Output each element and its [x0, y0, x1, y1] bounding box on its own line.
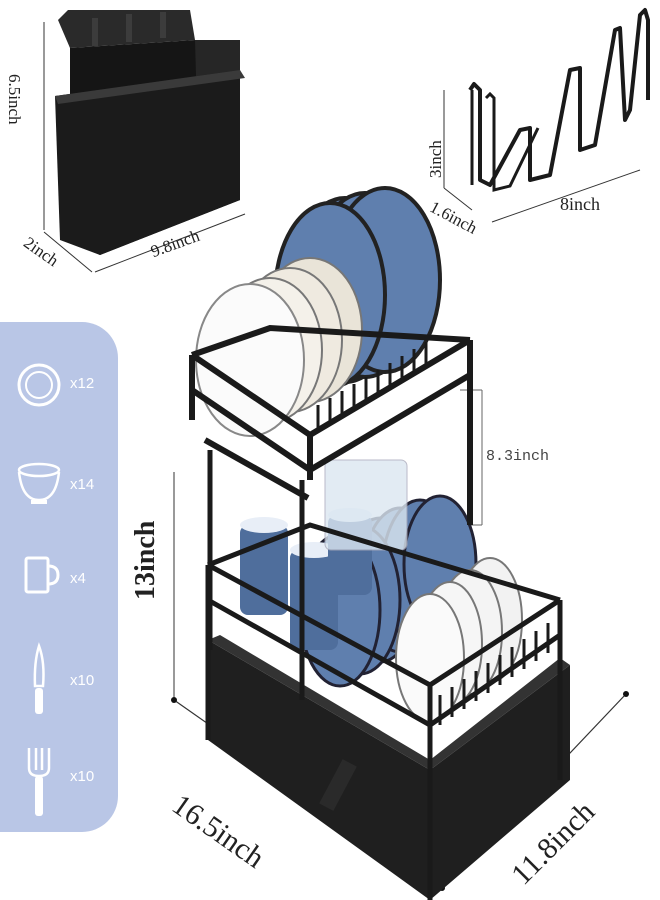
capacity-cups: x4	[0, 546, 118, 626]
lower-basket-frame	[205, 450, 563, 900]
cup-icon	[24, 556, 60, 594]
hook-height-label: 3inch	[426, 140, 445, 178]
capacity-bowls: x14	[0, 448, 118, 528]
capacity-knives: x10	[0, 642, 118, 722]
utensil-holder-image	[55, 10, 245, 255]
capacity-forks: x10	[0, 742, 118, 822]
hook-width-label: 8inch	[560, 194, 600, 214]
holder-dimension-lines	[43, 22, 246, 273]
capacity-knives-count: x10	[70, 672, 95, 689]
capacity-panel: x12 x14 x4 x10 x10	[0, 322, 118, 832]
capacity-bowls-count: x14	[70, 476, 95, 493]
tier-gap-label: 8.3inch	[486, 448, 550, 465]
upper-tier-tines	[316, 342, 428, 430]
capacity-plates-count: x12	[70, 375, 95, 392]
fork-icon	[27, 748, 51, 816]
upper-tier-frame	[189, 324, 473, 525]
plate-icon	[17, 363, 61, 407]
dish-rack-image	[171, 186, 629, 900]
capacity-cups-count: x4	[70, 570, 86, 587]
knife-icon	[33, 642, 45, 714]
capacity-forks-count: x10	[70, 768, 95, 785]
rack-height-label: 13inch	[130, 520, 161, 600]
holder-height-label: 6.5inch	[5, 74, 24, 125]
capacity-plates: x12	[0, 350, 118, 430]
hanging-hook-image	[468, 8, 650, 192]
hook-dimension-lines	[443, 90, 641, 223]
bowl-icon	[17, 462, 61, 504]
lower-basket-tines	[438, 623, 550, 725]
lower-white-plates	[395, 557, 523, 723]
